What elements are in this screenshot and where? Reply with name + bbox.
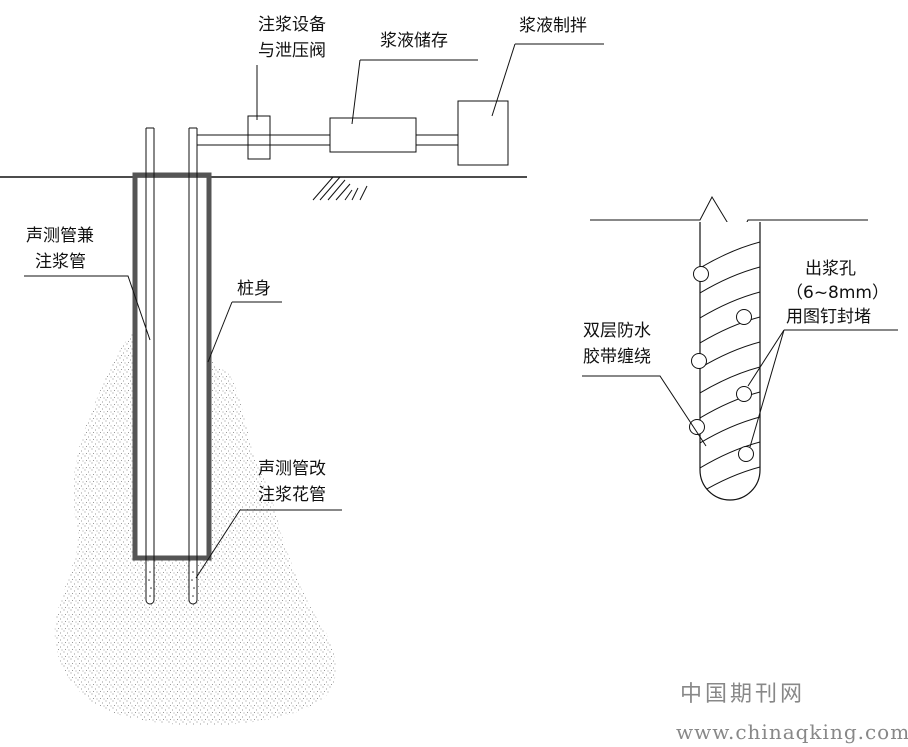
- perforated-grout-pipe-left: [145, 562, 155, 605]
- slurry-storage-tank: [329, 117, 417, 153]
- pile-body-label: 桩身: [237, 279, 271, 299]
- slurry-storage-label: 浆液储存: [380, 31, 448, 51]
- sonic-tube-label-2: 注浆管: [35, 252, 86, 272]
- grout-hole-label-1: 出浆孔: [805, 259, 856, 279]
- modified-tube-label-2: 注浆花管: [258, 485, 326, 505]
- wrapped-grout-pipe: [689, 222, 761, 501]
- sonic-tube-label-1: 声测管兼: [26, 226, 94, 246]
- watermark-site-name: 中国期刊网: [680, 682, 806, 707]
- grouting-equipment-label-1: 注浆设备: [258, 15, 326, 35]
- grout-holes: [689, 266, 754, 462]
- modified-tube-label-1: 声测管改: [258, 459, 326, 479]
- grouted-soil-zone: [54, 330, 337, 726]
- perforated-grout-pipe-right: [188, 562, 198, 605]
- grouting-equipment-valve: [247, 115, 271, 160]
- right-sonic-tube: [188, 127, 198, 562]
- left-sonic-tube: [145, 127, 155, 562]
- ground-hatch: [312, 176, 368, 201]
- grout-hole-label-2: （6~8mm）: [786, 283, 889, 303]
- waterproof-tape-label-2: 胶带缠绕: [583, 347, 651, 367]
- grout-hole-label-3: 用图钉封堵: [786, 307, 871, 327]
- leader-lines-left: [24, 43, 604, 579]
- grout-supply-pipeline: [197, 134, 458, 146]
- grouting-equipment-label-2: 与泄压阀: [258, 41, 326, 61]
- pile-body: [132, 172, 212, 561]
- waterproof-tape-label-1: 双层防水: [583, 321, 651, 341]
- slurry-mixing-label: 浆液制拌: [519, 16, 587, 36]
- leader-lines-right: [582, 329, 898, 448]
- watermark-url: www.chinaqking.com: [676, 720, 908, 744]
- detail-ground-line: [590, 195, 868, 242]
- slurry-mixer: [457, 100, 509, 166]
